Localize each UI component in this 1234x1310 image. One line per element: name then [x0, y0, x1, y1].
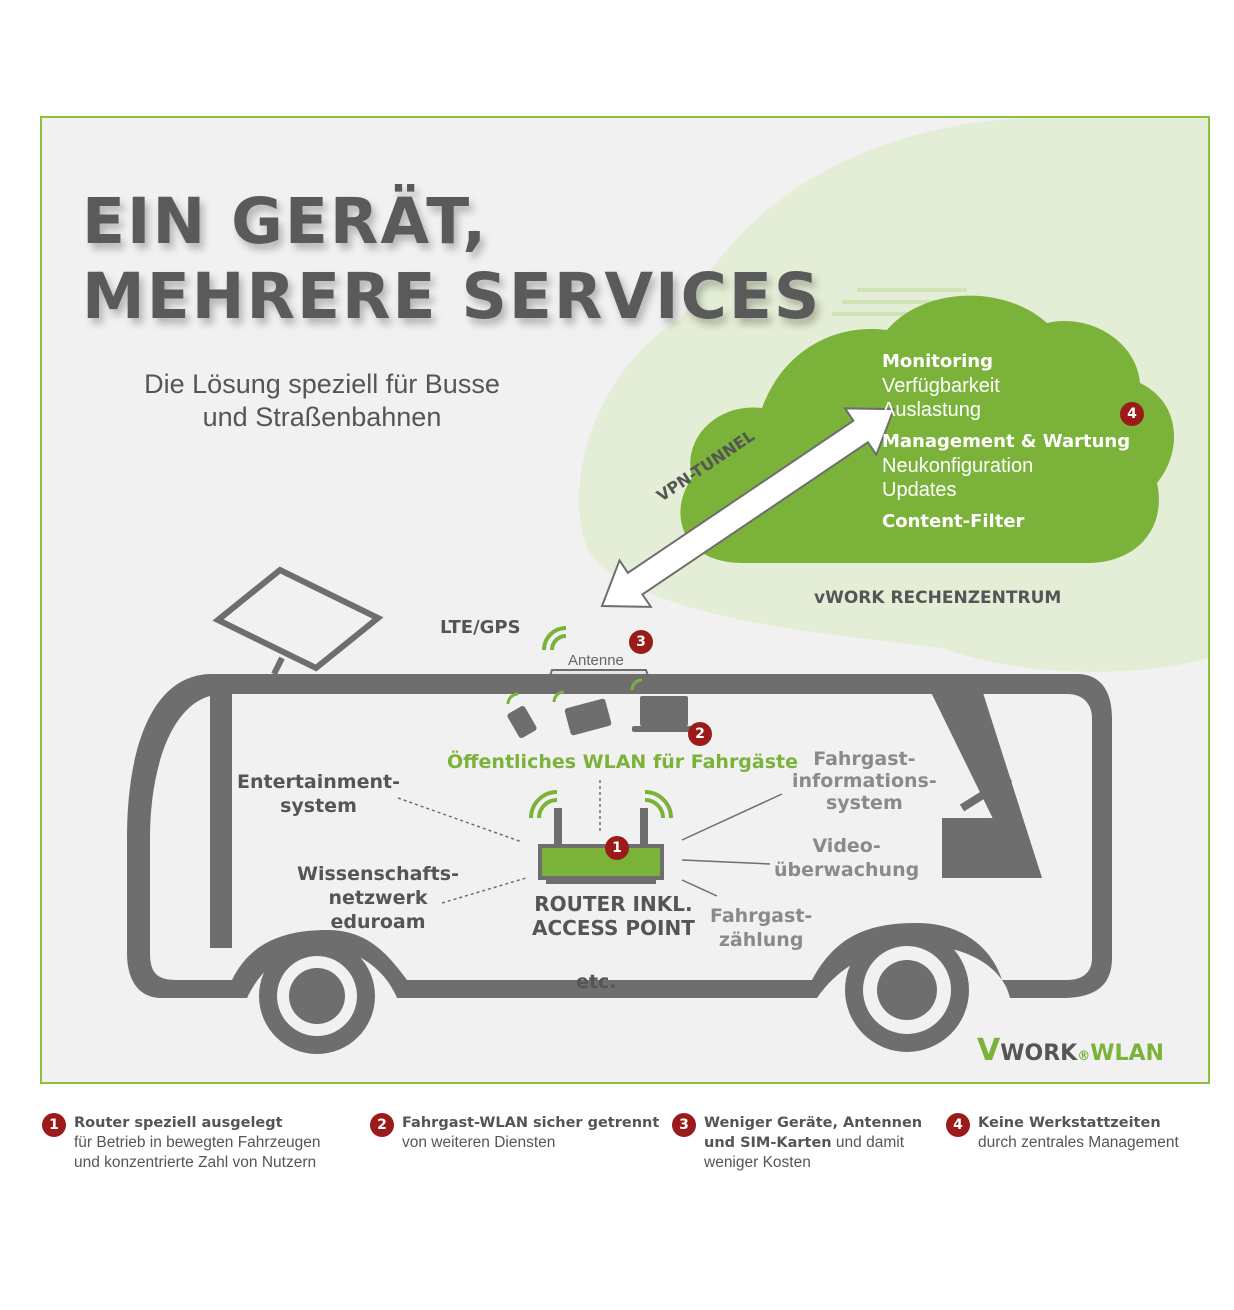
logo-work: WORK [1000, 1041, 1078, 1066]
router-label: ROUTER INKL. ACCESS POINT [532, 892, 695, 940]
legend-1-line-2: für Betrieb in bewegten Fahrzeugen [74, 1134, 321, 1151]
etc-label: etc. [576, 971, 617, 993]
counting-line-1: Fahrgast- [710, 905, 813, 927]
public-wifi-badge: 2 [688, 722, 712, 746]
router-label-line-2: ACCESS POINT [532, 916, 695, 940]
counting-line-2: zählung [718, 929, 804, 951]
router-label-line-1: ROUTER INKL. [534, 892, 693, 916]
legend-2-head: Fahrgast-WLAN sicher getrennt [402, 1115, 660, 1131]
cloud-badge: 4 [1120, 402, 1144, 426]
subtitle: Die Lösung speziell für Busse und Straße… [102, 368, 542, 434]
logo-registered: ® [1077, 1049, 1091, 1064]
updates-item: Updates [882, 479, 957, 501]
connection-lines [397, 780, 783, 904]
subtitle-line-1: Die Lösung speziell für Busse [144, 369, 500, 399]
science-network-label: Wissenschafts- netzwerk eduroam [297, 862, 459, 934]
passenger-info-line-2: informations- [792, 770, 937, 792]
legend-4-head: Keine Werkstattzeiten [978, 1115, 1161, 1131]
reconfiguration-item: Neukonfiguration [882, 455, 1034, 477]
page-title: EIN GERÄT, MEHRERE SERVICES [82, 184, 821, 334]
content-filter-heading: Content-Filter [882, 511, 1025, 532]
vpn-tunnel-arrow [600, 407, 896, 608]
green-cloud-shape [680, 295, 1175, 563]
passenger-info-label: Fahrgast- informations- system [792, 748, 937, 814]
legend-3-head: Weniger Geräte, Antennen [704, 1115, 923, 1131]
title-line-1: EIN GERÄT, [82, 185, 489, 258]
antenna-badge: 3 [629, 630, 653, 654]
utilization-item: Auslastung [882, 399, 981, 421]
router-device [529, 790, 673, 884]
legend-2-line-2: von weiteren Diensten [402, 1134, 556, 1151]
legend-3-line-3: weniger Kosten [704, 1154, 811, 1171]
legend-item-3: 3 Weniger Geräte, Antennen und SIM-Karte… [672, 1113, 922, 1173]
passenger-info-line-3: system [825, 792, 903, 814]
subtitle-line-2: und Straßenbahnen [202, 402, 442, 432]
laptop-icon [640, 696, 688, 726]
entertainment-line-1: Entertainment- [237, 771, 400, 793]
legend-item-2: 2 Fahrgast-WLAN sicher getrennt von weit… [370, 1113, 659, 1153]
legend-3-head-2: und SIM-Karten [704, 1135, 832, 1151]
background-shapes [127, 118, 1208, 1054]
public-wifi-label: Öffentliches WLAN für Fahrgäste [447, 751, 799, 773]
counting-label: Fahrgast- zählung [710, 904, 812, 952]
science-line-2: netzwerk [328, 887, 428, 909]
legend-badge-3: 3 [672, 1113, 696, 1137]
router-badge: 1 [605, 836, 629, 860]
logo-wlan: WLAN [1090, 1041, 1164, 1066]
availability-item: Verfügbarkeit [882, 375, 1000, 397]
antenna-wifi-icon [542, 626, 567, 651]
monitoring-heading: Monitoring [882, 351, 993, 372]
legend-item-1: 1 Router speziell ausgelegt für Betrieb … [42, 1113, 320, 1173]
video-line-2: überwachung [774, 859, 920, 881]
management-heading: Management & Wartung [882, 431, 1131, 452]
video-label: Video- überwachung [774, 834, 919, 882]
lte-gps-label: LTE/GPS [440, 617, 521, 638]
devices-wifi-icons [506, 678, 643, 705]
entertainment-line-2: system [280, 795, 357, 817]
tablet-icon [564, 698, 612, 736]
legend-item-4: 4 Keine Werkstattzeiten durch zentrales … [946, 1113, 1179, 1153]
legend-badge-2: 2 [370, 1113, 394, 1137]
cloud-services-list: Monitoring Verfügbarkeit Auslastung Mana… [882, 350, 1130, 534]
antenna-label: Antenne [568, 652, 624, 669]
logo-v: V [977, 1033, 1001, 1068]
legend-1-head: Router speziell ausgelegt [74, 1115, 283, 1131]
title-line-2: MEHRERE SERVICES [82, 260, 822, 333]
legend-3-tail-2: und damit [831, 1134, 905, 1151]
passenger-info-line-1: Fahrgast- [813, 748, 916, 770]
video-line-1: Video- [812, 835, 881, 857]
legend-4-line-2: durch zentrales Management [978, 1134, 1179, 1151]
legend-1-line-3: und konzentrierte Zahl von Nutzern [74, 1154, 317, 1171]
entertainment-label: Entertainment- system [237, 770, 400, 818]
datacenter-label: vWORK RECHENZENTRUM [814, 588, 1062, 608]
legend-badge-1: 1 [42, 1113, 66, 1137]
devices-icons [507, 696, 696, 739]
phone-icon [507, 705, 537, 739]
science-line-1: Wissenschafts- [297, 863, 459, 885]
vwork-wlan-logo: VWORK®WLAN [977, 1033, 1164, 1068]
legend-badge-4: 4 [946, 1113, 970, 1137]
science-line-3: eduroam [330, 911, 426, 933]
bus-illustration [127, 566, 1112, 1054]
pantograph [212, 566, 384, 672]
infographic-frame: EIN GERÄT, MEHRERE SERVICES Die Lösung s… [40, 116, 1210, 1084]
